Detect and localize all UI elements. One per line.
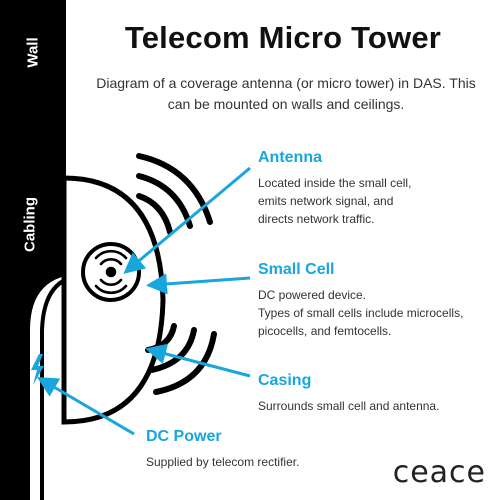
small-cell-desc: DC powered device. Types of small cells … [258, 288, 464, 338]
casing-title: Casing [258, 372, 312, 389]
signal-waves-icon [136, 153, 213, 235]
dc-power-pointer [36, 376, 135, 436]
small-cell-title: Small Cell [258, 261, 335, 278]
page-subtitle: Diagram of a coverage antenna (or micro … [96, 75, 476, 112]
antenna-pointer [123, 166, 251, 274]
antenna-desc: Located inside the small cell, emits net… [258, 176, 412, 226]
casing-desc: Surrounds small cell and antenna. [258, 399, 440, 413]
small-cell-pointer [146, 273, 251, 295]
ceace-logo: ceace [392, 455, 486, 490]
casing-pointer [145, 343, 251, 378]
antenna-title: Antenna [258, 149, 322, 166]
dc-power-desc: Supplied by telecom rectifier. [146, 455, 300, 469]
dc-power-title: DC Power [146, 428, 222, 445]
cabling-label: Cabling [21, 197, 39, 252]
lightning-icon [31, 354, 44, 385]
page-title: Telecom Micro Tower [124, 20, 442, 55]
